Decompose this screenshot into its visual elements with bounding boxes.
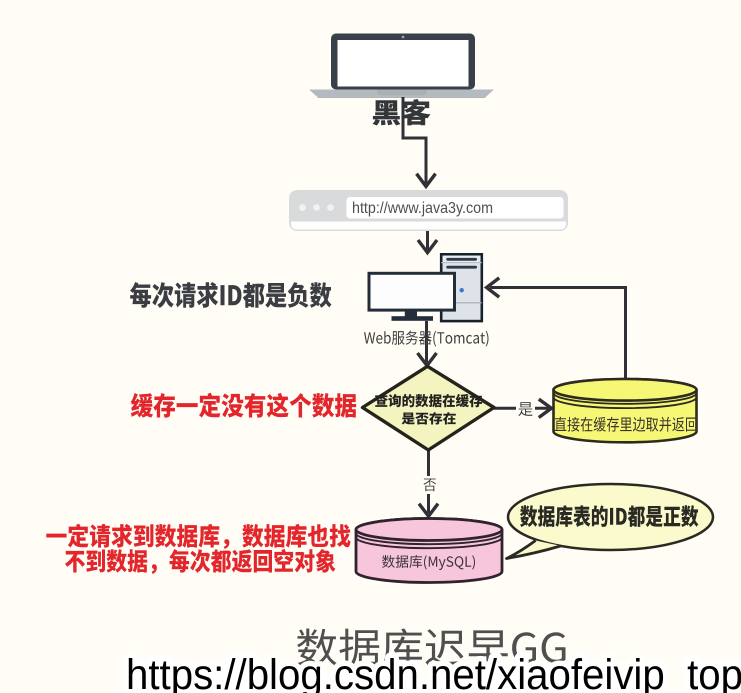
svg-text:http://www.java3y.com: http://www.java3y.com xyxy=(352,200,493,217)
svg-text:https://blog.csdn.net/xiaofeiv: https://blog.csdn.net/xiaofeivip_top xyxy=(126,652,741,693)
svg-text:https://blog.csdn.net/xiaofeiv: https://blog.csdn.net/xiaofeivip_top xyxy=(126,652,741,693)
